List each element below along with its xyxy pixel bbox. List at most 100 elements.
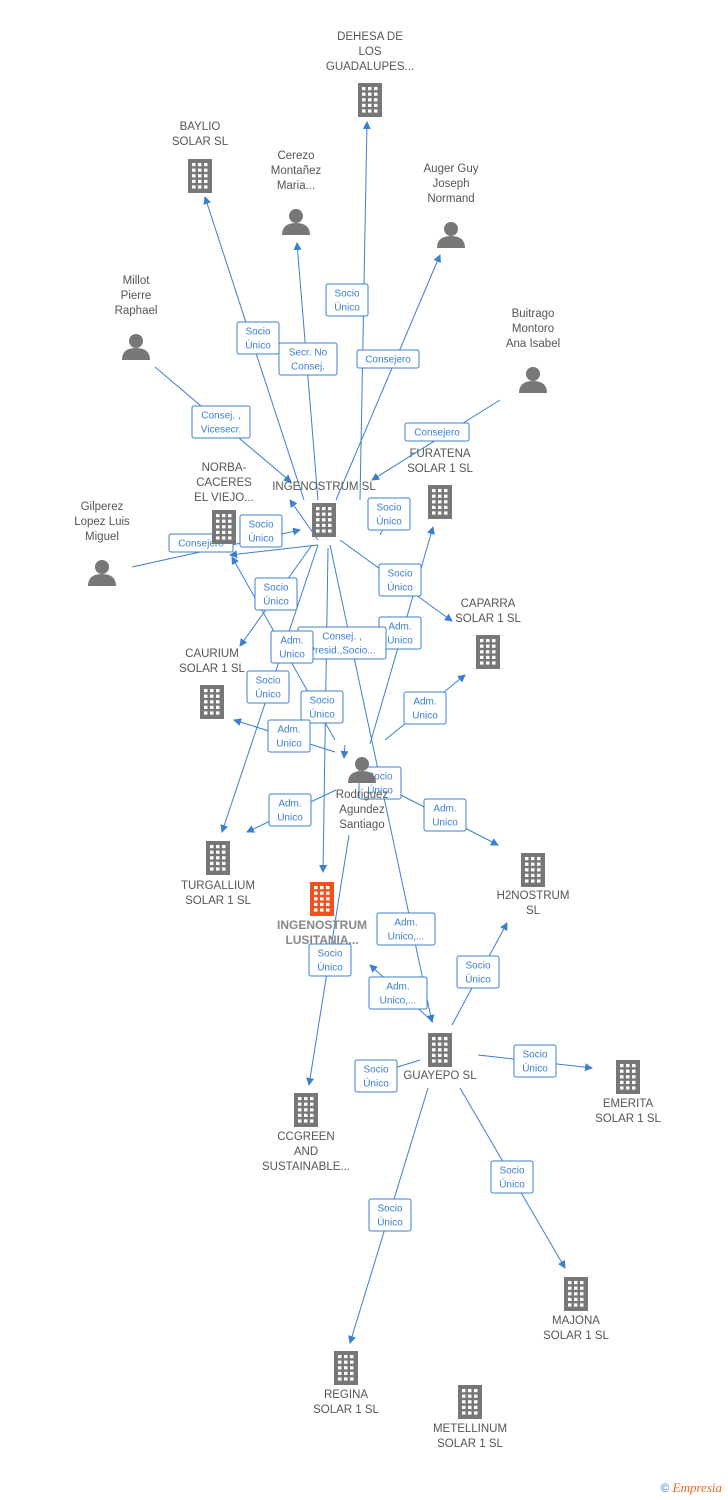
edge-label-text: Único — [245, 339, 271, 352]
edge-label-box — [308, 943, 352, 977]
edge-label-box — [404, 422, 470, 442]
person-icon — [88, 560, 116, 586]
edge-label-text: Adm. — [280, 636, 303, 647]
edge-label-text: Único — [522, 1062, 548, 1075]
node-label: CAURIUM — [185, 648, 239, 660]
node-label: BAYLIO — [180, 121, 221, 133]
node-label: Lopez Luis — [74, 516, 130, 528]
edge-label-text: Consej. , — [201, 411, 240, 422]
edge-label[interactable]: Adm.Unico — [423, 798, 467, 832]
edge-label-text: Adm. — [277, 725, 300, 736]
building-icon — [312, 503, 336, 537]
node-label: MAJONA — [552, 1315, 600, 1327]
node-label: Maria... — [277, 180, 315, 192]
edge-label-box — [191, 405, 251, 439]
edge-label-box — [403, 691, 447, 725]
edge-label-box — [378, 563, 422, 597]
edge-label[interactable]: Adm.Unico — [268, 793, 312, 827]
node-label: FURATENA — [409, 448, 470, 460]
node-lusitania[interactable]: INGENOSTRUMLUSITANIA... — [277, 882, 367, 947]
edge-label-text: Socio — [465, 961, 490, 972]
node-label: Ana Isabel — [506, 338, 560, 350]
edge-label-text: Vicesecr. — [201, 425, 241, 436]
edge-label[interactable]: Consej. , Vicesecr. — [191, 405, 251, 439]
node-label: EL VIEJO... — [194, 492, 254, 504]
edge-label-text: Único — [363, 1077, 389, 1090]
node-label: CCGREEN — [277, 1131, 335, 1143]
node-label: Joseph — [432, 178, 469, 190]
edge-line — [340, 744, 349, 759]
edge-label[interactable]: Consejero — [356, 349, 420, 369]
edge-label-text: Único — [255, 688, 281, 701]
edge-label-text: Adm. — [413, 697, 436, 708]
node-cerezo[interactable]: CerezoMontañezMaria... — [271, 150, 322, 235]
building-icon — [358, 83, 382, 117]
node-label: H2NOSTRUM — [497, 890, 570, 902]
edge-label-box — [268, 793, 312, 827]
edge-label-box — [354, 1059, 398, 1093]
edge-label-text: Único — [263, 595, 289, 608]
building-icon — [334, 1351, 358, 1385]
node-label: Buitrago — [512, 308, 555, 320]
edge-label[interactable]: Adm.Unico,... — [376, 912, 436, 946]
building-icon — [206, 841, 230, 875]
node-ccgreen[interactable]: CCGREENANDSUSTAINABLE... — [262, 1093, 350, 1173]
edge-label[interactable]: Adm.Unico — [267, 719, 311, 753]
node-label: CAPARRA — [461, 598, 516, 610]
node-label: SOLAR SL — [172, 136, 229, 148]
node-label: Auger Guy — [424, 163, 479, 175]
node-guayepo[interactable]: GUAYEPO SL — [403, 1033, 477, 1082]
edge-label-text: Socio — [248, 520, 273, 531]
edge-label-box — [423, 798, 467, 832]
edge-label[interactable]: Adm.Unico,... — [368, 976, 428, 1010]
edge-label[interactable]: Adm.Unico — [403, 691, 447, 725]
brand-logo[interactable]: Empresia — [672, 1480, 722, 1495]
person-icon — [282, 209, 310, 235]
edge-label-box — [490, 1160, 534, 1194]
node-ingenostrum[interactable]: INGENOSTRUM SL — [272, 481, 376, 537]
edge-label-text: Consej. , — [322, 632, 361, 643]
edge-label-box — [239, 514, 283, 548]
edge-label[interactable]: Adm.Unico — [270, 630, 314, 664]
edge-label[interactable]: Consejero — [404, 422, 470, 442]
edge-label-text: Secr. No — [289, 348, 328, 359]
edge-label-text: Único — [377, 1216, 403, 1229]
node-furatena[interactable]: FURATENA SOLAR 1 SL — [407, 448, 474, 519]
node-baylio[interactable]: BAYLIO SOLAR SL — [172, 121, 229, 193]
node-dehesa[interactable]: DEHESA DELOSGUADALUPES... — [326, 31, 414, 117]
edge-label-text: Único — [465, 973, 491, 986]
building-icon — [458, 1385, 482, 1419]
node-label: SOLAR 1 SL — [407, 463, 473, 475]
